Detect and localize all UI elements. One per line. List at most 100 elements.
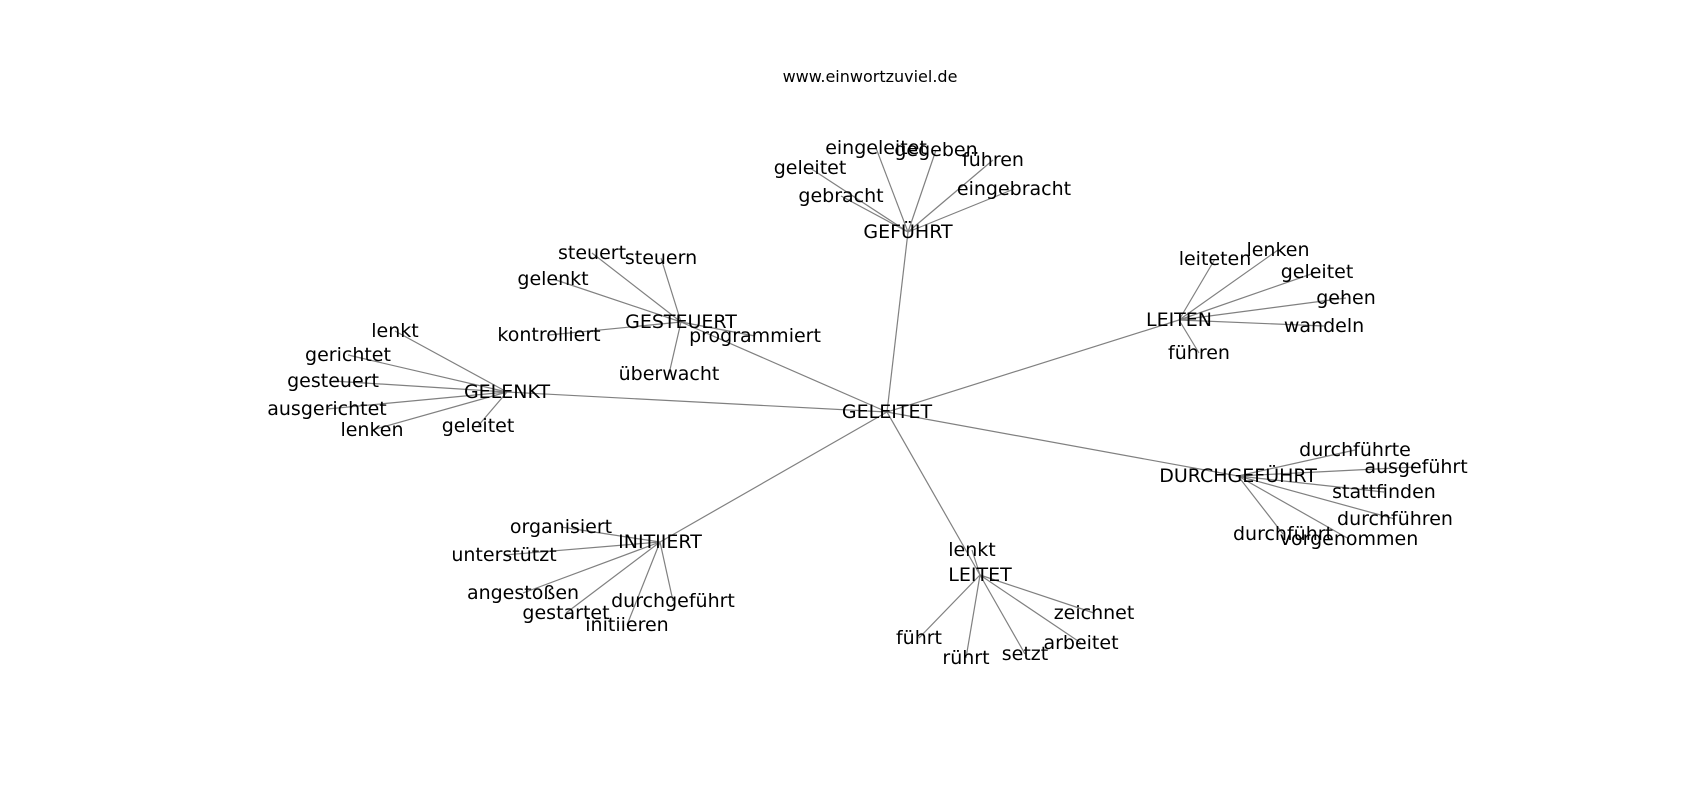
- node-GELENKT: GELENKT: [464, 381, 551, 403]
- edge-GEFUEHRT-GEFUEHRT_eingeleitet: [875, 147, 909, 233]
- edge-LEITET-LEITET_zeichnet: [979, 574, 1095, 614]
- node-INITIIERT_durchgefuehrt: durchgeführt: [611, 590, 735, 612]
- node-LEITET_fuehrt: führt: [896, 627, 942, 649]
- node-GEFUEHRT_fuehren: führen: [962, 149, 1024, 171]
- edge-GELENKT-GELENKT_ausgerichtet: [326, 391, 508, 410]
- node-GELENKT_gerichtet: gerichtet: [305, 344, 391, 366]
- node-LEITET_ruehrt: rührt: [942, 647, 989, 669]
- edge-GESTEUERT-GESTEUERT_gelenkt: [552, 278, 682, 323]
- node-GEFUEHRT_geleitet: geleitet: [774, 157, 847, 179]
- node-LEITEN_wandeln: wandeln: [1284, 315, 1364, 337]
- edge-LEITET-LEITET_ruehrt: [965, 574, 981, 659]
- node-LEITEN_lenken: lenken: [1246, 239, 1309, 261]
- node-GEFUEHRT_gebracht: gebracht: [798, 185, 883, 207]
- edge-DURCH-DURCH_durchfuehrt: [1237, 475, 1284, 535]
- node-GELENKT_geleitet: geleitet: [442, 415, 515, 437]
- edge-center-INITIIERT: [659, 411, 888, 543]
- edge-center-GEFUEHRT: [886, 231, 909, 413]
- node-GELENKT_lenken: lenken: [340, 419, 403, 441]
- node-INITIIERT_unterstuetzt: unterstützt: [451, 544, 556, 566]
- edge-GELENKT-GELENKT_gerichtet: [347, 354, 508, 393]
- node-GEFUEHRT_eingebracht: eingebracht: [957, 178, 1071, 200]
- node-GESTEUERT_programmiert: programmiert: [689, 325, 821, 347]
- edge-center-GESTEUERT: [680, 321, 888, 413]
- edge-GESTEUERT-GESTEUERT_steuert: [591, 252, 682, 323]
- node-GELENKT_gesteuert: gesteuert: [287, 370, 379, 392]
- edge-LEITET-LEITET_fuehrt: [918, 574, 981, 639]
- node-GEFUEHRT: GEFÜHRT: [863, 220, 953, 243]
- node-LEITEN_geleitet: geleitet: [1281, 261, 1354, 283]
- edge-LEITET-LEITET_arbeitet: [979, 574, 1082, 644]
- labels-layer: GELEITETGEFÜHRTgeleiteteingeleitetgegebe…: [267, 137, 1467, 669]
- edge-GEFUEHRT-GEFUEHRT_geleitet: [809, 167, 909, 233]
- edge-LEITET-LEITET_setzt: [979, 574, 1026, 655]
- node-DURCH_stattfinden: stattfinden: [1332, 481, 1436, 503]
- edges-layer: [326, 147, 1417, 659]
- node-LEITET_setzt: setzt: [1002, 643, 1048, 665]
- edge-INITIIERT-INITIIERT_durchgefuehrt: [659, 541, 674, 602]
- node-LEITET_arbeitet: arbeitet: [1043, 632, 1118, 654]
- edge-LEITEN-LEITEN_lenken: [1178, 249, 1279, 321]
- site-url: www.einwortzuviel.de: [783, 67, 958, 86]
- node-LEITEN_fuehren: führen: [1168, 342, 1230, 364]
- edge-LEITEN-LEITEN_geleitet: [1178, 271, 1318, 321]
- edge-center-DURCH: [886, 411, 1239, 477]
- edge-LEITEN-LEITEN_wandeln: [1178, 319, 1325, 327]
- edge-INITIIERT-INITIIERT_gestartet: [565, 541, 661, 614]
- node-DURCH_vorgenommen: vorgenommen: [1280, 528, 1419, 550]
- edge-LEITEN-LEITEN_gehen: [1178, 297, 1347, 321]
- edge-DURCH-DURCH_ausgefuehrt: [1237, 466, 1417, 477]
- node-GELENKT_lenkt: lenkt: [371, 320, 418, 342]
- edge-LEITEN-LEITEN_leiteten: [1178, 258, 1216, 321]
- edge-INITIIERT-INITIIERT_angestossen: [522, 541, 661, 594]
- edge-center-LEITET: [886, 411, 981, 576]
- node-GELENKT_ausgerichtet: ausgerichtet: [267, 398, 387, 420]
- edge-DURCH-DURCH_durchfuehrte: [1237, 449, 1356, 477]
- node-LEITET_lenkt: lenkt: [948, 539, 995, 561]
- edge-GEFUEHRT-GEFUEHRT_eingebracht: [907, 188, 1015, 233]
- edge-DURCH-DURCH_durchfuehren: [1237, 475, 1396, 520]
- edge-center-LEITEN: [886, 319, 1180, 413]
- node-DURCH_ausgefuehrt: ausgeführt: [1364, 456, 1467, 478]
- edge-DURCH-DURCH_stattfinden: [1237, 475, 1385, 493]
- node-center: GELEITET: [842, 401, 933, 423]
- edge-GEFUEHRT-GEFUEHRT_gegeben: [907, 149, 937, 233]
- node-LEITEN_leiteten: leiteten: [1179, 248, 1252, 270]
- node-GESTEUERT_ueberwacht: überwacht: [619, 363, 720, 385]
- node-LEITET: LEITET: [948, 564, 1012, 586]
- node-INITIIERT_initiieren: initiieren: [585, 614, 668, 636]
- node-GEFUEHRT_eingeleitet: eingeleitet: [825, 137, 927, 159]
- node-LEITET_zeichnet: zeichnet: [1054, 602, 1135, 624]
- edge-INITIIERT-INITIIERT_initiieren: [626, 541, 661, 626]
- edge-INITIIERT-INITIIERT_organisiert: [560, 526, 661, 543]
- edge-GELENKT-GELENKT_lenken: [371, 391, 508, 431]
- edge-GESTEUERT-GESTEUERT_ueberwacht: [668, 321, 682, 375]
- edge-GESTEUERT-GESTEUERT_programmiert: [680, 321, 756, 337]
- node-INITIIERT_organisiert: organisiert: [510, 516, 612, 538]
- node-DURCH_durchfuehren: durchführen: [1337, 508, 1453, 530]
- edge-GELENKT-GELENKT_lenkt: [394, 330, 508, 393]
- node-GESTEUERT: GESTEUERT: [625, 311, 737, 333]
- node-DURCH_durchfuehrte: durchführte: [1299, 439, 1411, 461]
- node-GESTEUERT_steuert: steuert: [558, 242, 626, 264]
- edge-DURCH-DURCH_vorgenommen: [1237, 475, 1350, 540]
- edge-INITIIERT-INITIIERT_unterstuetzt: [503, 541, 661, 556]
- node-LEITEN_gehen: gehen: [1316, 287, 1376, 309]
- node-DURCH_durchfuehrt: durchführt: [1233, 523, 1333, 545]
- node-GESTEUERT_kontrolliert: kontrolliert: [497, 324, 600, 346]
- edge-GEFUEHRT-GEFUEHRT_fuehren: [907, 159, 994, 233]
- node-INITIIERT_angestossen: angestoßen: [467, 582, 579, 604]
- edge-GESTEUERT-GESTEUERT_steuern: [660, 257, 682, 323]
- edge-LEITEN-LEITEN_fuehren: [1178, 319, 1200, 354]
- node-DURCH: DURCHGEFÜHRT: [1159, 464, 1317, 487]
- node-GESTEUERT_steuern: steuern: [625, 247, 697, 269]
- node-LEITEN: LEITEN: [1146, 309, 1212, 331]
- edge-GEFUEHRT-GEFUEHRT_gebracht: [840, 195, 909, 233]
- node-GESTEUERT_gelenkt: gelenkt: [517, 268, 588, 290]
- edge-LEITET-LEITET_lenkt: [971, 549, 981, 576]
- node-INITIIERT: INITIIERT: [618, 531, 702, 553]
- edge-GELENKT-GELENKT_geleitet: [477, 391, 508, 427]
- edge-center-GELENKT: [506, 391, 888, 413]
- edge-GESTEUERT-GESTEUERT_kontrolliert: [548, 321, 682, 336]
